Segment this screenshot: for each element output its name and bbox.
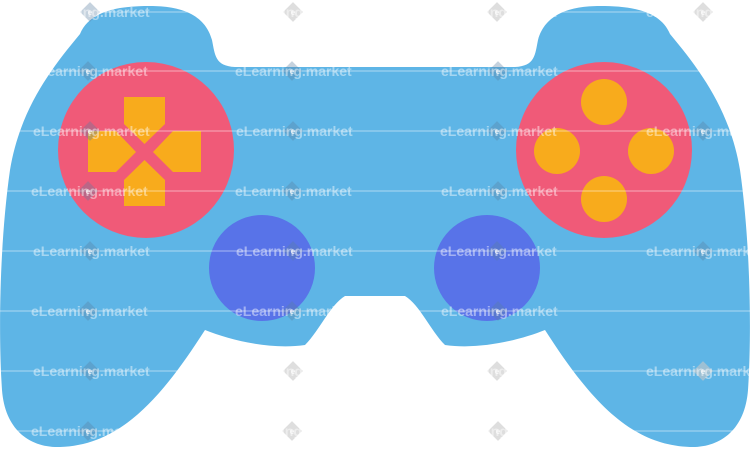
watermark-mark: e (701, 8, 706, 17)
watermark-text: eLearning.market (235, 63, 352, 79)
watermark-mark: e (88, 8, 93, 17)
watermark-mark: e (496, 427, 501, 436)
watermark-text: eLearning.market (440, 4, 557, 20)
watermark-diamond-icon (283, 2, 303, 22)
watermark-diamond-icon (78, 421, 98, 441)
watermark-diamond-icon (693, 361, 713, 381)
watermark-mark: e (496, 307, 501, 316)
watermark-text: eLearning.market (441, 63, 558, 79)
watermark-diamond-icon (78, 61, 98, 81)
watermark-diamond-icon (487, 361, 507, 381)
watermark-diamond-icon (78, 301, 98, 321)
face-button-right (628, 128, 674, 174)
watermark-mark: e (701, 127, 706, 136)
watermark-diamond-icon (487, 2, 507, 22)
watermark-mark: e (496, 187, 501, 196)
watermark-text: eLearning.market (646, 363, 750, 379)
watermark-mark: e (495, 367, 500, 376)
face-button-left (534, 128, 580, 174)
watermark-mark: e (701, 367, 706, 376)
watermark-mark: e (86, 187, 91, 196)
watermark-diamond-icon (488, 61, 508, 81)
watermark-text: eLearning.market (236, 123, 353, 139)
dpad-circle (58, 62, 234, 238)
watermark-diamond-icon (487, 241, 507, 261)
watermark-text: eLearning.market (236, 243, 353, 259)
face-button-bottom (581, 176, 627, 222)
watermark-diamond-icon (282, 301, 302, 321)
watermark-diamond-icon (488, 421, 508, 441)
watermark-text: eLearning.market (646, 4, 750, 20)
watermark-mark: e (701, 247, 706, 256)
watermark-diamond-icon (80, 241, 100, 261)
watermark-text: eLearning.market (646, 243, 750, 259)
watermark-mark: e (88, 367, 93, 376)
dpad-right (153, 131, 201, 172)
watermark-text: eLearning.market (440, 123, 557, 139)
watermark-text: eLearning.market (441, 183, 558, 199)
watermark-diamond-icon (282, 181, 302, 201)
dpad-down (124, 160, 165, 206)
watermark-mark: e (290, 187, 295, 196)
watermark-text: eLearning.market (31, 303, 148, 319)
watermark-diamond-icon (283, 121, 303, 141)
face-button-circle (516, 62, 692, 238)
watermark-text: eLearning.market (33, 363, 150, 379)
watermark-text: eLearning.market (235, 423, 352, 439)
watermark-diamond-icon (282, 421, 302, 441)
watermark-diamond-icon (282, 61, 302, 81)
watermark-mark: e (495, 8, 500, 17)
watermark-mark: e (496, 67, 501, 76)
face-buttons-icon (534, 79, 674, 222)
watermark-overlay: eeeLearning.marketeeLearning.marketeeLea… (0, 2, 750, 441)
watermark-mark: e (86, 427, 91, 436)
watermark-mark: e (291, 367, 296, 376)
watermark-diamond-icon (488, 181, 508, 201)
watermark-text: eLearning.market (440, 363, 557, 379)
watermark-text: eLearning.market (31, 63, 148, 79)
watermark-text: eLearning.market (235, 303, 352, 319)
watermark-mark: e (88, 247, 93, 256)
watermark-text: eLearning.market (440, 243, 557, 259)
watermark-mark: e (291, 8, 296, 17)
watermark-mark: e (291, 127, 296, 136)
watermark-text: eLearning.market (31, 183, 148, 199)
watermark-mark: e (86, 307, 91, 316)
thumbstick-left-icon (209, 215, 315, 321)
watermark-diamond-icon (283, 241, 303, 261)
dpad-up (124, 97, 165, 144)
watermark-diamond-icon (80, 361, 100, 381)
watermark-text: eLearning.market (236, 363, 353, 379)
watermark-mark: e (290, 307, 295, 316)
face-button-top (581, 79, 627, 125)
watermark-text: eLearning.market (646, 123, 750, 139)
watermark-mark: e (88, 127, 93, 136)
watermark-text: eLearning.market (33, 243, 150, 259)
watermark-text: eLearning.market (33, 123, 150, 139)
watermark-diamond-icon (78, 181, 98, 201)
watermark-diamond-icon (488, 301, 508, 321)
watermark-mark: e (291, 247, 296, 256)
watermark-text: eLearning.market (31, 423, 148, 439)
watermark-mark: e (495, 127, 500, 136)
watermark-text: eLearning.market (33, 4, 150, 20)
watermark-mark: e (86, 67, 91, 76)
watermark-mark: e (290, 67, 295, 76)
watermark-text: eLearning.market (441, 303, 558, 319)
watermark-mark: e (495, 247, 500, 256)
watermark-diamond-icon (283, 361, 303, 381)
watermark-diamond-icon (487, 121, 507, 141)
dpad-icon (88, 97, 201, 206)
watermark-diamond-icon (80, 2, 100, 22)
watermark-text: eLearning.market (235, 183, 352, 199)
watermark-mark: e (290, 427, 295, 436)
watermark-text: eLearning.market (236, 4, 353, 20)
dpad-left (88, 131, 136, 172)
watermark-text: eLearning.market (441, 423, 558, 439)
thumbstick-right-icon (434, 215, 540, 321)
watermark-diamond-icon (80, 121, 100, 141)
